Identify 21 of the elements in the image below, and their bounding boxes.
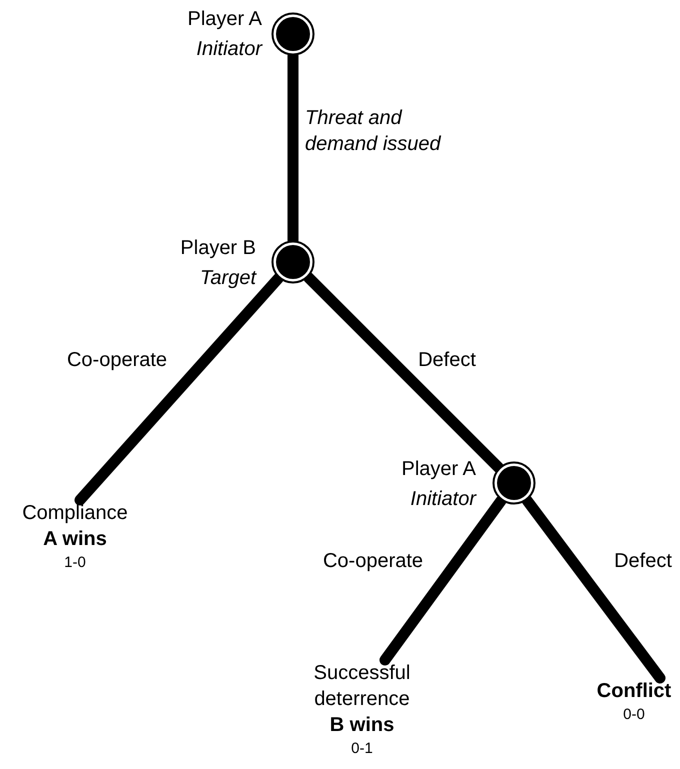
payoff-score: 0-1 <box>350 739 374 759</box>
player-name: Player A <box>402 457 476 482</box>
player-role: Target <box>200 266 256 291</box>
branch-line <box>303 272 504 473</box>
outcome-label: Compliance <box>21 501 129 526</box>
outcome-winner: Conflict <box>596 679 672 704</box>
player-name: Player B <box>180 236 256 261</box>
player-role: Initiator <box>196 37 262 62</box>
payoff-score: 1-0 <box>63 553 87 573</box>
outcome-winner: A wins <box>42 527 108 552</box>
player-name: Player A <box>188 7 262 32</box>
branch-line <box>522 495 666 684</box>
decision-node-circle <box>271 240 315 284</box>
decision-node-circle <box>492 461 536 505</box>
player-role: Initiator <box>410 487 476 512</box>
payoff-score: 0-0 <box>622 705 646 725</box>
decision-node-circle <box>271 12 315 56</box>
outcome-winner: B wins <box>328 713 396 738</box>
branch-line <box>380 495 507 666</box>
branch-line <box>74 272 284 506</box>
outcome-label: Successful deterrence <box>312 661 412 712</box>
